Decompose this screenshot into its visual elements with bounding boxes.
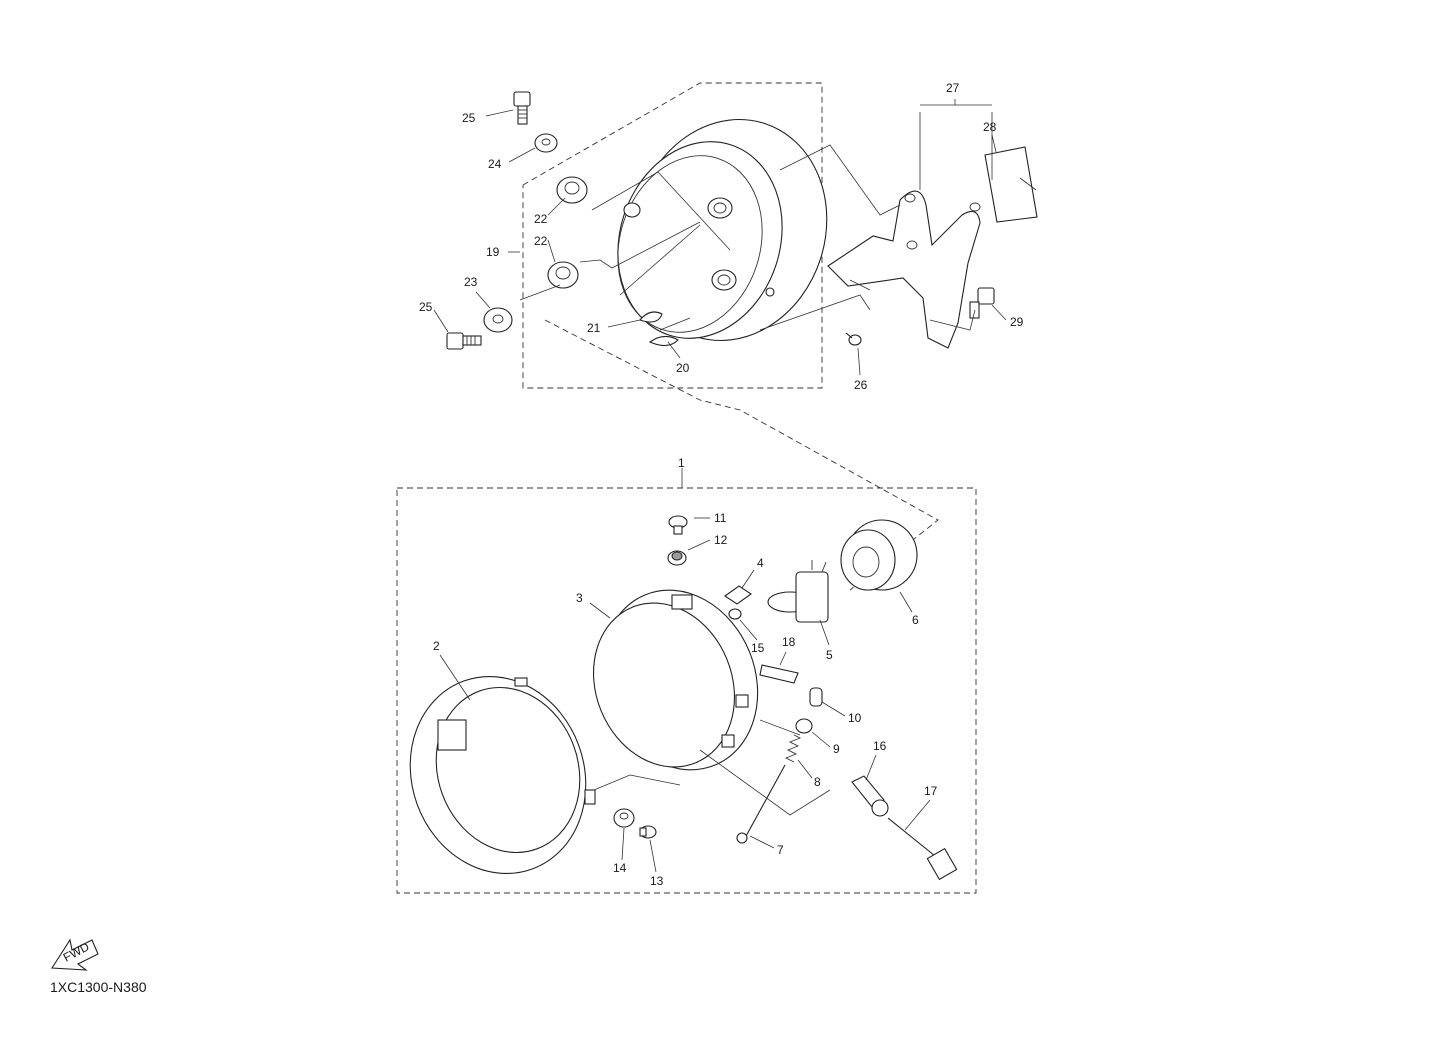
callout-leaders (433, 109, 1007, 873)
callout-3: 3 (576, 591, 583, 605)
callout-23: 23 (464, 275, 478, 289)
callout-25-top: 25 (462, 111, 476, 125)
callout-29: 29 (1010, 315, 1024, 329)
headlight-rim (409, 675, 596, 875)
grommet-upper (556, 176, 588, 204)
nut-9 (795, 718, 813, 734)
callout-27: 27 (946, 81, 960, 95)
callout-13: 13 (650, 874, 664, 888)
socket-16 (851, 775, 889, 817)
callout-2: 2 (433, 639, 440, 653)
clip-4 (724, 585, 752, 605)
callout-26: 26 (854, 378, 868, 392)
diagram-code: 1XC1300-N380 (50, 979, 147, 995)
callout-4: 4 (757, 556, 764, 570)
callout-18: 18 (782, 635, 796, 649)
callout-24: 24 (488, 157, 502, 171)
cap-10 (809, 687, 823, 707)
lens-unit (592, 589, 759, 771)
callout-labels: 1 2 3 4 5 6 7 8 9 10 11 12 13 14 15 16 1… (419, 81, 1024, 888)
callout-5: 5 (826, 648, 833, 662)
reflector-plate (984, 146, 1038, 223)
headlight-housing (617, 118, 828, 342)
fwd-arrow: FWD (51, 938, 99, 971)
callout-19: 19 (486, 245, 500, 259)
clip-part (639, 311, 679, 347)
screw-26 (845, 332, 862, 346)
callout-17: 17 (924, 784, 938, 798)
callout-11: 11 (714, 511, 727, 525)
callout-1: 1 (678, 456, 685, 470)
housing-group (519, 82, 828, 389)
bulb-cover (840, 519, 918, 591)
callout-16: 16 (873, 739, 887, 753)
callout-22-lower: 22 (534, 234, 548, 248)
adjust-bolt-7 (736, 764, 786, 844)
callout-28: 28 (983, 120, 997, 134)
headlight-bracket (827, 190, 981, 349)
callout-22-upper: 22 (534, 212, 548, 226)
washer-lower (483, 307, 513, 333)
spring-8 (784, 734, 802, 763)
callout-20: 20 (676, 361, 690, 375)
callout-21: 21 (587, 321, 601, 335)
washer-top (534, 133, 558, 153)
screw-11 (668, 515, 688, 535)
screw-13 (639, 825, 657, 839)
callout-8: 8 (814, 775, 821, 789)
callout-15: 15 (751, 641, 765, 655)
nut-15 (728, 608, 742, 620)
strip-18 (759, 664, 799, 684)
bolt-lower (446, 332, 482, 350)
callout-6: 6 (912, 613, 919, 627)
callout-7: 7 (777, 843, 784, 857)
callout-25-lower: 25 (419, 300, 433, 314)
grommet-14 (613, 808, 635, 828)
grommet-12 (667, 550, 687, 566)
harness-17 (887, 817, 958, 881)
grommet-lower (547, 261, 579, 289)
callout-12: 12 (714, 533, 728, 547)
bolt-29 (969, 287, 995, 319)
bolt-top (513, 91, 531, 125)
callout-10: 10 (848, 711, 862, 725)
bulb (767, 560, 829, 623)
callout-9: 9 (833, 742, 840, 756)
callout-14: 14 (613, 861, 627, 875)
